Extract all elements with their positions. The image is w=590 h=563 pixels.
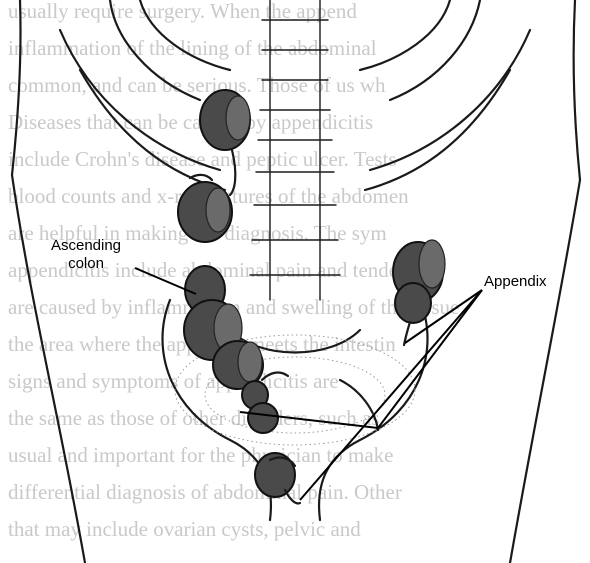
background-text-line: the same as those of other disorders, su… — [8, 406, 380, 430]
appendix-leader-lower — [300, 290, 482, 500]
ascending-colon-label-line1: Ascending — [33, 237, 139, 255]
appendix-label: Appendix — [484, 273, 547, 291]
background-text-line: differential diagnosis of abdominal pain… — [8, 480, 402, 504]
background-text-line: include Crohn's disease and peptic ulcer… — [8, 147, 397, 171]
background-text-line: that may include ovarian cysts, pelvic a… — [8, 517, 361, 541]
background-text-line: common, and can be serious. Those of us … — [8, 73, 386, 97]
ascending-colon-label-line2: colon — [33, 255, 139, 273]
background-text-line: signs and symptoms of appendicitis are — [8, 369, 339, 393]
background-text-line: Diseases that can be caused by appendici… — [8, 110, 373, 134]
ascending-colon-label: Ascending colon — [33, 237, 139, 273]
